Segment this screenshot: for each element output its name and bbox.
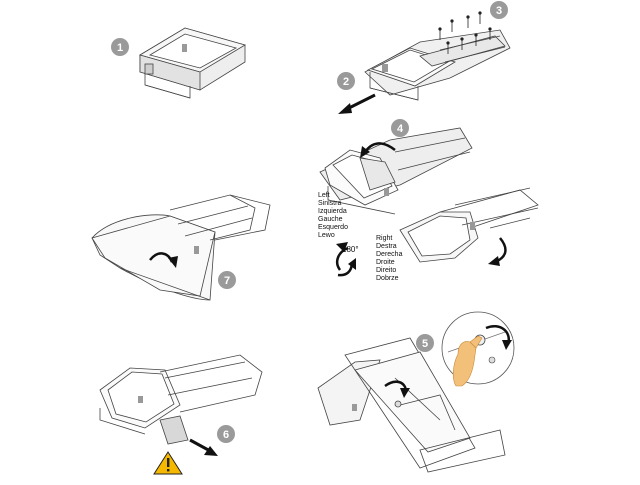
rotation-180-arrow xyxy=(336,242,356,277)
warning-icon xyxy=(153,451,183,475)
step-badge-5: 5 xyxy=(416,334,434,352)
step-badge-3: 3 xyxy=(490,1,508,19)
label-right-2: Derecha xyxy=(376,251,403,258)
label-right-5: Dobrze xyxy=(376,275,399,282)
label-left-2: Izquierda xyxy=(318,208,347,215)
label-left-0: Left xyxy=(318,192,330,199)
hand-icon xyxy=(452,335,483,387)
step7-rotate-arrow xyxy=(149,252,178,268)
label-right-4: Direito xyxy=(376,267,397,274)
right-language-labels: Right Destra Derecha Droite Direito Dobr… xyxy=(376,235,402,283)
step-number: 4 xyxy=(397,123,404,135)
label-left-4: Esquerdo xyxy=(318,224,348,231)
label-right-3: Droite xyxy=(376,259,395,266)
left-language-labels: Left Sinistra Izquierda Gauche Esquerdo … xyxy=(318,192,348,240)
step-number: 1 xyxy=(117,42,123,54)
step5-rotate-arrow xyxy=(384,380,410,398)
step4-rotate-arrow-right xyxy=(488,237,507,266)
step-badge-6: 6 xyxy=(217,425,235,443)
step1-illustration xyxy=(139,27,246,99)
step6-arrow xyxy=(189,438,218,456)
step-number: 3 xyxy=(496,5,502,17)
step-number: 2 xyxy=(343,76,349,88)
label-right-1: Destra xyxy=(376,243,397,250)
label-left-1: Sinistra xyxy=(318,200,342,207)
step4-right-illustration xyxy=(399,187,539,263)
step-badge-4: 4 xyxy=(391,119,409,137)
step-number: 7 xyxy=(224,275,230,287)
step5-illustration xyxy=(317,337,506,473)
step6-illustration xyxy=(99,354,263,445)
step-number: 5 xyxy=(422,338,428,350)
step5-detail-circle xyxy=(441,311,515,385)
rotation-label: 180° xyxy=(342,245,359,254)
step3-illustration xyxy=(364,11,511,101)
step4-rotate-arrow xyxy=(360,142,396,158)
step7-illustration xyxy=(91,194,271,301)
label-left-3: Gauche xyxy=(318,216,343,223)
step-number: 6 xyxy=(223,429,229,441)
label-right-0: Right xyxy=(376,235,393,242)
step4-left-illustration xyxy=(319,127,473,215)
step-badge-7: 7 xyxy=(218,271,236,289)
label-left-5: Lewo xyxy=(318,232,335,239)
step2-arrow xyxy=(338,93,376,114)
step-badge-1: 1 xyxy=(111,38,129,56)
step-badge-2: 2 xyxy=(337,72,355,90)
